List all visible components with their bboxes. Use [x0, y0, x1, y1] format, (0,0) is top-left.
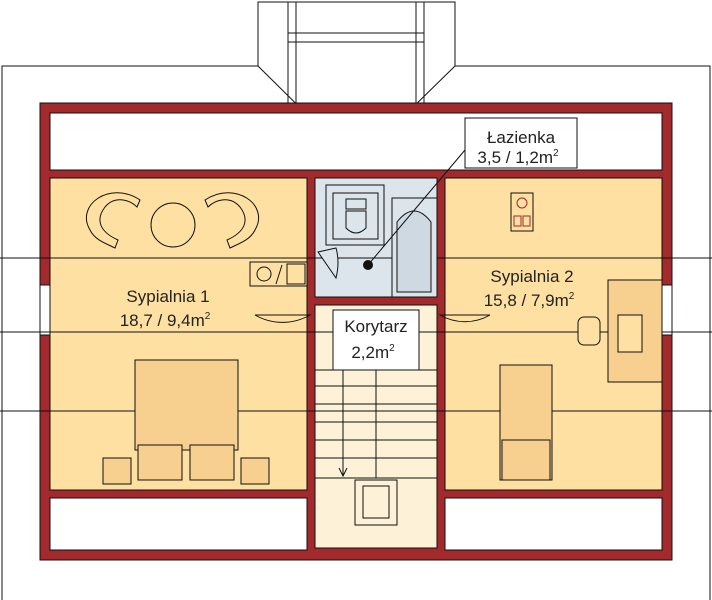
room-name-sypialnia-1: Sypialnia 1 — [126, 287, 209, 306]
room-area-korytarz: 2,2m2 — [351, 343, 395, 362]
label-leader-line — [367, 149, 466, 266]
room-area-sypialnia-2: 15,8 / 7,9m2 — [484, 291, 575, 310]
room-name-korytarz: Korytarz — [344, 317, 407, 336]
door-sypialnia-1[interactable] — [254, 314, 312, 323]
wardrobe-cabinet — [249, 261, 308, 287]
desk-chair — [577, 316, 601, 346]
label-box-korytarz — [332, 309, 420, 371]
armchair-left — [85, 192, 141, 249]
stove — [510, 192, 534, 232]
stair-chair — [354, 479, 398, 526]
window-right — [661, 284, 673, 336]
bottom-right-attic-space — [444, 497, 663, 551]
room-area-lazienka: 3,5 / 1,2m2 — [477, 148, 559, 167]
toilet — [325, 184, 385, 246]
bathtub — [391, 197, 438, 298]
bottom-left-attic-space — [49, 497, 308, 551]
armchair-right — [204, 192, 260, 249]
room-area-sypialnia-1: 18,7 / 9,4m2 — [120, 311, 211, 330]
label-marker-dot — [363, 260, 373, 270]
desk — [607, 279, 663, 383]
door-sypialnia-2[interactable] — [438, 314, 491, 323]
washbasin — [317, 247, 339, 280]
room-name-sypialnia-2: Sypialnia 2 — [490, 267, 573, 286]
bed-sypialnia-2 — [499, 364, 553, 481]
round-table — [150, 202, 196, 248]
room-name-lazienka: Łazienka — [487, 128, 556, 147]
bed-sypialnia-1 — [102, 359, 270, 485]
window-left — [39, 284, 51, 336]
label-box-lazienka — [464, 117, 578, 169]
